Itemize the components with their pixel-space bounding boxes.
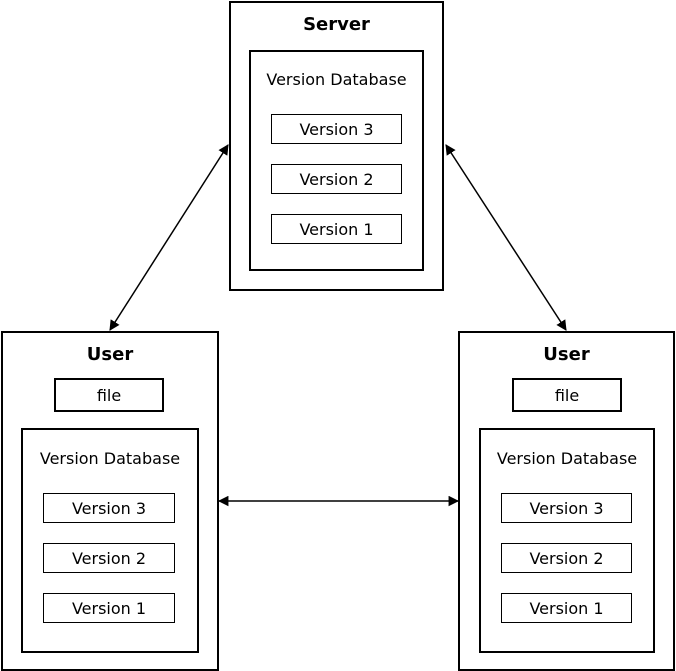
server-version-3: Version 3 [271,114,402,144]
server-user-left-arrow [109,144,229,331]
server-version-2: Version 2 [271,164,402,194]
server-user-right-arrow [445,144,567,331]
user-left-title: User [86,344,134,365]
user-left-file: file [54,378,164,412]
server-database-title: Version Database [266,70,407,89]
user-right-version-3: Version 3 [501,493,632,523]
server-title: Server [303,14,370,35]
user-left-version-3: Version 3 [43,493,175,523]
user-right-title: User [543,344,590,365]
user-right-database-title: Version Database [496,449,638,468]
server-version-1: Version 1 [271,214,402,244]
user-left-version-1: Version 1 [43,593,175,623]
user-right-version-2: Version 2 [501,543,632,573]
user-left-database-title: Version Database [39,449,181,468]
user-left-version-2: Version 2 [43,543,175,573]
user-right-version-1: Version 1 [501,593,632,623]
user-right-file: file [512,378,622,412]
